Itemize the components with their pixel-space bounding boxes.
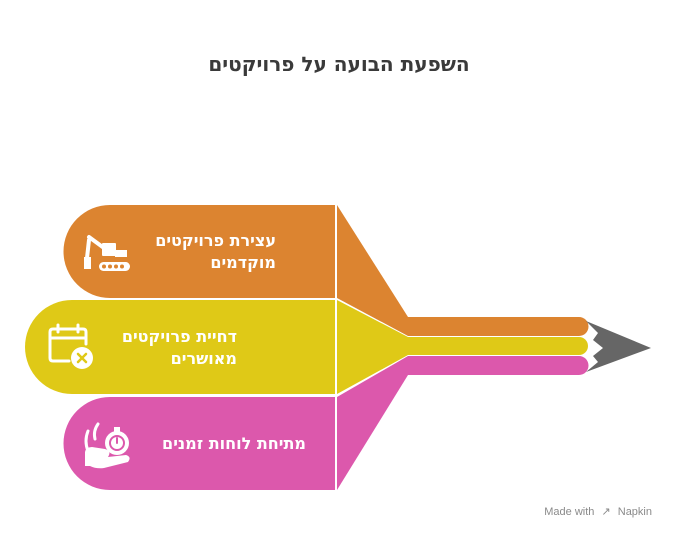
connector-orange [337,205,408,336]
napkin-brand-text: Napkin [617,506,652,518]
pencil-strip-orange [408,317,589,336]
connector-yellow [337,300,408,394]
pencil-tip [586,321,651,372]
label-approved-delay: דחיית פרויקטים מאושרים [122,326,237,370]
band-approved-delay [25,300,335,394]
label-approved-delay-line2: מאושרים [170,349,237,368]
excavator-icon [84,235,130,271]
calendar-cancel-icon [48,323,93,369]
label-approved-delay-line1: דחיית פרויקטים [121,327,237,346]
label-timeline-stretch: מתיחת לוחות זמנים [162,433,306,455]
label-early-stop-line2: מוקדמים [210,253,276,272]
label-timeline-stretch-line1: מתיחת לוחות זמנים [162,434,306,453]
band-timeline-stretch [63,397,335,491]
page-title: השפעת הבועה על פרויקטים [208,52,470,76]
connector-pink [337,356,408,490]
stopwatch-hand-icon [84,422,130,469]
band-early-stop [63,205,335,298]
pencil-strip-yellow [408,337,588,355]
label-early-stop: עצירת פרויקטים מוקדמים [155,230,276,274]
napkin-credit: Made with ↗ Napkin [542,505,654,518]
label-early-stop-line1: עצירת פרויקטים [155,231,276,250]
made-with-text: Made with [544,506,595,518]
napkin-logo-icon: ↗ [601,506,611,518]
pencil-strip-pink [408,356,589,375]
